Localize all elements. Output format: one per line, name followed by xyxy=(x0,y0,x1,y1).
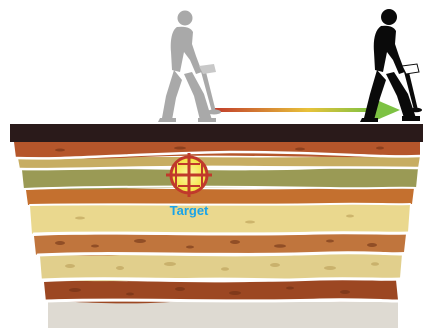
soil-layer-2 xyxy=(18,155,420,170)
layer-separators xyxy=(14,150,422,303)
target-crosshair xyxy=(166,153,212,197)
soil-layer-9 xyxy=(48,302,398,328)
target-label: Target xyxy=(170,203,209,218)
soil-layer-7 xyxy=(40,253,402,282)
target-marker xyxy=(166,153,212,197)
soil-strata xyxy=(14,142,420,328)
soil-texture xyxy=(55,146,384,296)
sweep-arrow xyxy=(212,98,400,122)
ground-surface xyxy=(10,124,423,142)
detector-shaft-start xyxy=(200,68,216,112)
soil-layer-4 xyxy=(26,187,414,206)
soil-layer-3 xyxy=(22,167,418,190)
sweep-arrow-head xyxy=(372,98,400,122)
detector-walker-end xyxy=(360,9,422,122)
soil-layer-5 xyxy=(30,203,410,235)
soil-layer-8 xyxy=(44,279,398,304)
detector-shaft-end xyxy=(403,68,418,110)
detector-walker-start xyxy=(158,10,221,122)
soil-layer-6 xyxy=(34,233,406,256)
